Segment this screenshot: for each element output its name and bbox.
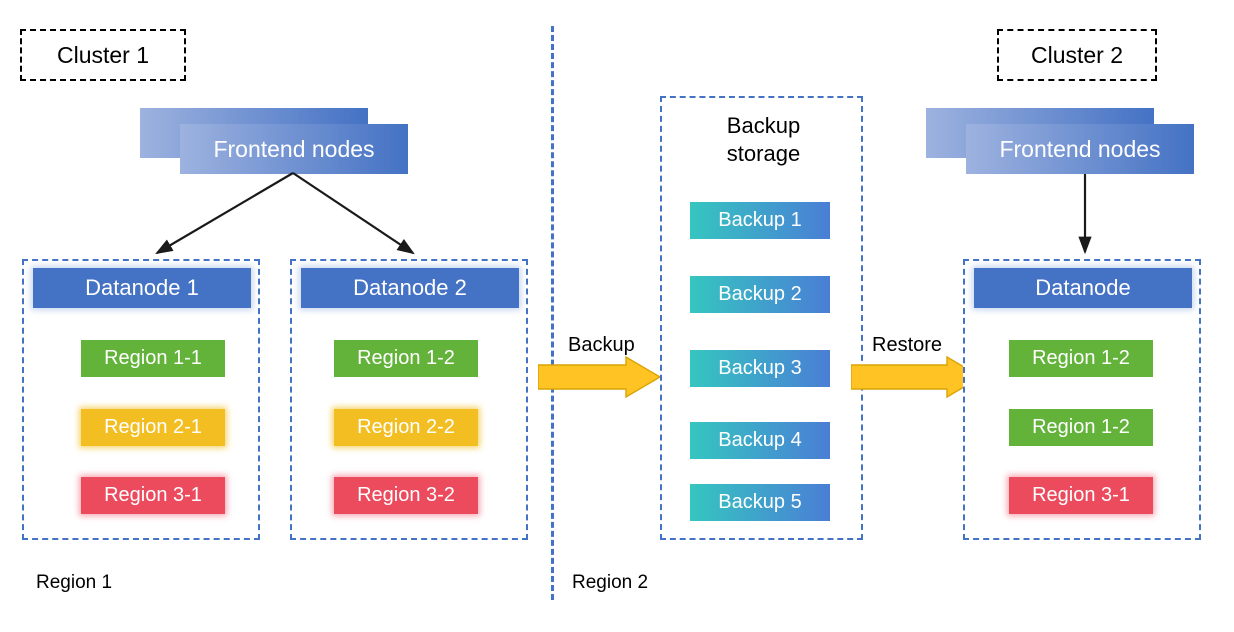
datanode-right-region-2[interactable]: Region 1-2 [1009,409,1153,446]
region-2-text: Region 2 [572,572,649,593]
frontend-to-datanodes-arrows [155,172,415,255]
datanode-right-title: Datanode [1035,275,1131,300]
backup-item-1[interactable]: Backup 1 [690,202,830,239]
backup-item-2[interactable]: Backup 2 [690,276,830,313]
backup-item-3[interactable]: Backup 3 [690,350,830,387]
frontend-nodes-left: Frontend nodes [140,108,410,176]
restore-arrow-shape [851,356,983,398]
datanode-2-region-1-label: Region 1-2 [357,347,455,369]
frontend-nodes-left-label: Frontend nodes [213,135,375,162]
datanode-right-container[interactable]: Datanode Region 1-2 Region 1-2 Region 3-… [963,259,1201,540]
backup-item-4-label: Backup 4 [718,429,802,451]
datanode-right-region-1-label: Region 1-2 [1032,347,1130,369]
datanode-2-title: Datanode 2 [353,275,467,300]
backup-storage-title-line-1: Backup [726,113,801,138]
datanode-2-region-1[interactable]: Region 1-2 [334,340,478,377]
datanode-right-region-1[interactable]: Region 1-2 [1009,340,1153,377]
datanode-1-region-2[interactable]: Region 2-1 [81,409,225,446]
datanode-1-region-3[interactable]: Region 3-1 [81,477,225,514]
cluster-2-tag: Cluster 2 [997,29,1157,81]
frontend-nodes-right: Frontend nodes [926,108,1196,176]
backup-flow-label: Backup [568,334,635,357]
backup-item-3-label: Backup 3 [718,357,802,379]
backup-flow-arrow [538,356,662,398]
datanode-right-header[interactable]: Datanode [974,268,1192,308]
backup-storage-title: Backup storage [662,112,865,167]
restore-flow-text: Restore [872,334,943,356]
datanode-2-header[interactable]: Datanode 2 [301,268,519,308]
cluster-2-label: Cluster 2 [1030,41,1124,68]
region-2-label: Region 2 [572,572,648,594]
backup-arrow-shape [538,356,662,398]
backup-item-4[interactable]: Backup 4 [690,422,830,459]
cluster-1-tag: Cluster 1 [20,29,186,81]
datanode-right-region-3[interactable]: Region 3-1 [1009,477,1153,514]
datanode-right-region-3-label: Region 3-1 [1032,484,1130,506]
region-divider [551,26,554,600]
datanode-1-title: Datanode 1 [85,275,199,300]
frontend-nodes-left-front-card[interactable]: Frontend nodes [180,124,408,174]
cluster-1-label: Cluster 1 [56,41,150,68]
backup-item-1-label: Backup 1 [718,209,802,231]
backup-item-5[interactable]: Backup 5 [690,484,830,521]
restore-flow-label: Restore [872,334,942,357]
datanode-right-region-2-label: Region 1-2 [1032,416,1130,438]
backup-flow-text: Backup [568,334,635,356]
arrow-to-datanode-2 [292,172,415,255]
backup-item-5-label: Backup 5 [718,491,802,513]
frontend-nodes-right-label: Frontend nodes [999,135,1161,162]
datanode-2-region-3[interactable]: Region 3-2 [334,477,478,514]
datanode-1-region-2-label: Region 2-1 [104,416,202,438]
datanode-1-container[interactable]: Datanode 1 Region 1-1 Region 2-1 Region … [22,259,260,540]
backup-storage-title-line-2: storage [726,140,801,166]
datanode-2-region-3-label: Region 3-2 [357,484,455,506]
datanode-2-region-2-label: Region 2-2 [357,416,455,438]
datanode-1-region-1[interactable]: Region 1-1 [81,340,225,377]
datanode-1-region-3-label: Region 3-1 [104,484,202,506]
backup-storage-container[interactable]: Backup storage Backup 1 Backup 2 Backup … [660,96,863,540]
datanode-2-container[interactable]: Datanode 2 Region 1-2 Region 2-2 Region … [290,259,528,540]
region-1-text: Region 1 [36,572,113,593]
backup-item-2-label: Backup 2 [718,283,802,305]
datanode-1-region-1-label: Region 1-1 [104,347,202,369]
datanode-2-region-2[interactable]: Region 2-2 [334,409,478,446]
datanode-1-header[interactable]: Datanode 1 [33,268,251,308]
region-1-label: Region 1 [36,572,112,594]
arrow-to-datanode-1 [155,172,294,255]
frontend-to-datanode-arrow [1078,174,1092,255]
frontend-nodes-right-front-card[interactable]: Frontend nodes [966,124,1194,174]
